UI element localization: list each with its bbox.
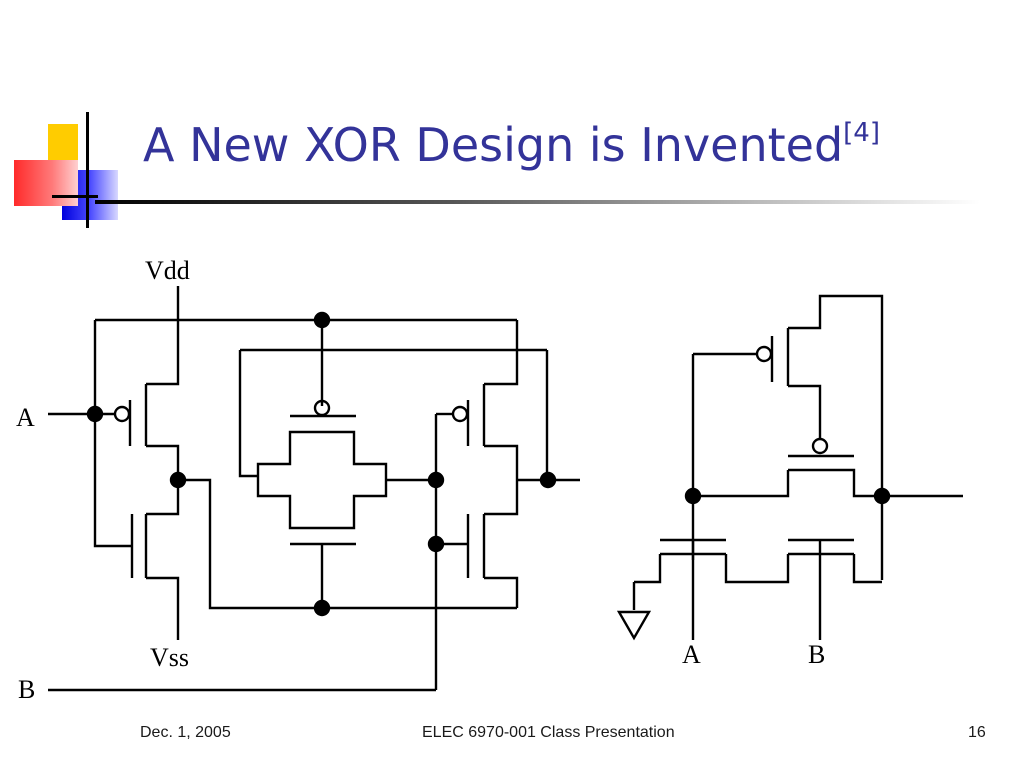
right-circuit: A B <box>616 294 963 669</box>
footer-date: Dec. 1, 2005 <box>140 724 231 741</box>
label-b-right: B <box>808 640 825 669</box>
footer-course: ELEC 6970-001 Class Presentation <box>422 724 675 741</box>
label-vss: Vss <box>150 643 189 672</box>
title-underline <box>95 200 980 204</box>
decor-red-square <box>14 160 78 206</box>
label-a-right: A <box>682 640 701 669</box>
label-vdd: Vdd <box>145 256 190 285</box>
slide-title-text: A New XOR Design is Invented <box>143 118 844 172</box>
label-b-left: B <box>18 675 35 704</box>
decor-yellow-square <box>48 124 78 164</box>
slide-title: A New XOR Design is Invented[4] <box>143 118 880 172</box>
title-citation: [4] <box>843 117 880 148</box>
decor-vertical-line <box>86 112 89 228</box>
left-circuit: Vdd A Vss B <box>16 256 580 704</box>
footer-page-number: 16 <box>968 724 986 741</box>
label-a-left: A <box>16 403 35 432</box>
decor-horizontal-line <box>52 195 98 198</box>
